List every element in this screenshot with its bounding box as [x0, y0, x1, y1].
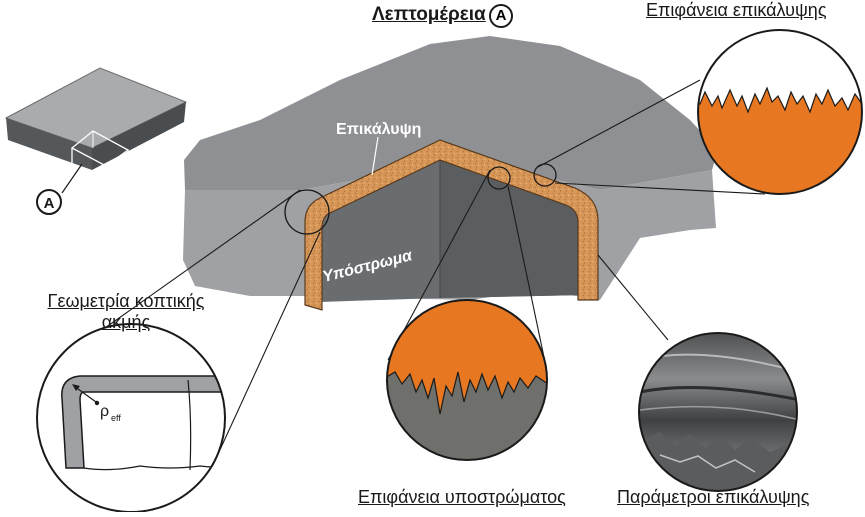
- coating-sem-image: [636, 330, 800, 494]
- detail-title-badge: A: [489, 4, 513, 28]
- radius-subscript: eff: [111, 413, 121, 423]
- substrate-surface-zoom: [385, 300, 548, 470]
- coating-label: Επικάλυψη: [336, 121, 421, 138]
- svg-text:A: A: [44, 195, 55, 212]
- coating-parameters-label: Παράμετροι επικάλυψης: [617, 487, 809, 508]
- substrate-surface-label: Επιφάνεια υποστρώματος: [358, 487, 566, 508]
- radius-symbol: ρ: [100, 403, 109, 420]
- edge-geometry-zoom: ρ eff: [37, 324, 230, 512]
- edge-geometry-label: Γεωμετρία κοπτικής ακμής: [26, 291, 226, 333]
- substrate-block: [183, 36, 718, 302]
- coating-surface-zoom: [690, 30, 865, 200]
- detail-title: Λεπτομέρεια: [372, 4, 486, 26]
- insert-detail-badge: A: [37, 190, 61, 214]
- insert-icon: [6, 68, 186, 193]
- coating-surface-label: Επιφάνεια επικάλυψης: [646, 0, 827, 21]
